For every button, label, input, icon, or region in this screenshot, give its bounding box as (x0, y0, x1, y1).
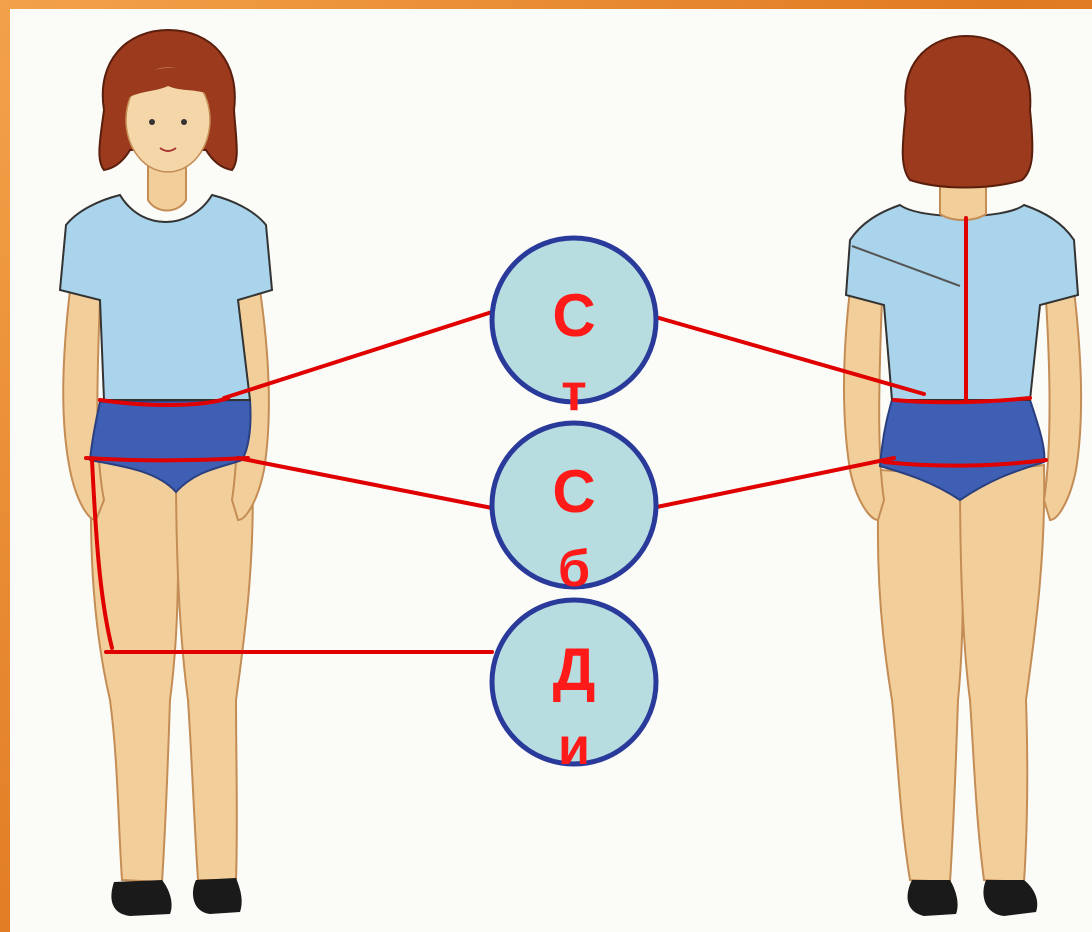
back-right-arm (1044, 290, 1081, 520)
badge-waist-line1: С (552, 282, 595, 349)
front-right-leg (176, 460, 253, 880)
back-shirt (846, 205, 1078, 400)
badge-waist: С т (492, 238, 656, 422)
back-left-leg (878, 470, 963, 882)
front-eye-left (149, 119, 155, 125)
back-hair (903, 36, 1033, 188)
back-left-shoe (908, 880, 958, 916)
back-right-shoe (983, 880, 1037, 916)
waist-leader-right (652, 316, 924, 394)
front-left-leg (91, 460, 178, 882)
badge-length-line1: Д (553, 636, 596, 703)
front-eye-right (181, 119, 187, 125)
badge-hip-line2: б (558, 540, 590, 598)
back-figure (844, 36, 1081, 916)
front-left-arm (63, 290, 104, 520)
diagram-canvas: С т С б Д и (10, 9, 1092, 932)
front-hip-line (86, 458, 248, 460)
badge-hip-line1: С (552, 458, 595, 525)
badge-hip: С б (492, 423, 656, 598)
badge-waist-line2: т (561, 364, 586, 422)
front-left-shoe (111, 880, 171, 916)
front-right-shoe (193, 878, 242, 914)
badge-length: Д и (492, 600, 656, 776)
back-left-arm (844, 290, 884, 520)
hip-leader-left (238, 458, 492, 508)
measurement-diagram: С т С б Д и (10, 9, 1092, 932)
back-right-leg (960, 465, 1044, 882)
badge-length-line2: и (558, 718, 590, 776)
